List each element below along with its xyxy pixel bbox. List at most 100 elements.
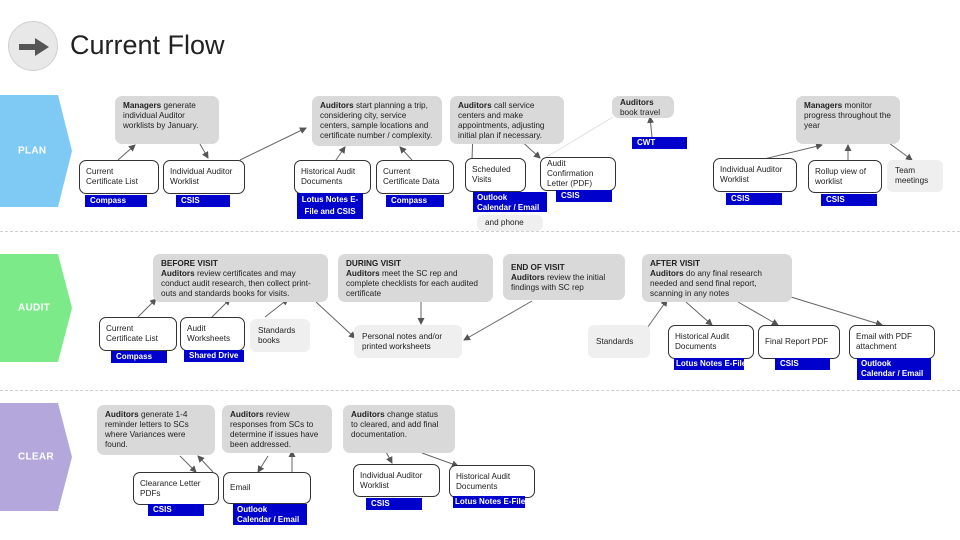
- box-label: Individual Auditor Worklist: [720, 165, 783, 184]
- phase-label-clear: CLEAR: [18, 451, 54, 463]
- note-auditors-travel: Auditors book travel: [612, 96, 674, 118]
- actor-label: Auditors: [346, 269, 380, 278]
- box-label: Historical Audit Documents: [301, 167, 356, 186]
- box-label: Individual Auditor Worklist: [170, 167, 233, 186]
- box-email: Email: [223, 472, 311, 504]
- actor-label: Auditors: [620, 98, 654, 107]
- box-label: Historical Audit Documents: [675, 332, 730, 351]
- tag-shared-drive: Shared Drive: [184, 350, 244, 362]
- box-individual-auditor-worklist: Individual Auditor Worklist: [163, 160, 245, 194]
- box-label: Current Certificate Data: [383, 167, 440, 186]
- box-current-certificate-list: Current Certificate List: [79, 160, 159, 194]
- chevron-shape: [0, 254, 72, 362]
- box-historical-audit-documents: Historical Audit Documents: [668, 325, 754, 359]
- tag-compass: Compass: [111, 351, 167, 363]
- box-label: Team meetings: [895, 166, 929, 185]
- box-label: Rollup view of worklist: [815, 166, 866, 186]
- tag-csis: CSIS: [366, 498, 422, 510]
- note-text: review responses from SCs to determine i…: [230, 410, 319, 449]
- tag-csis: CSIS: [148, 504, 204, 516]
- note-text: review the initial findings with SC rep: [511, 273, 606, 292]
- note-text: generate individual Auditor worklists by…: [123, 101, 199, 130]
- note-auditors-planning: Auditors start planning a trip, consider…: [312, 96, 442, 146]
- note-text: review certificates and may conduct audi…: [161, 269, 311, 298]
- note-before-visit: BEFORE VISIT Auditors review certificate…: [153, 254, 328, 302]
- note-review-responses: Auditors review responses from SCs to de…: [222, 405, 332, 453]
- actor-label: Auditors: [650, 269, 684, 278]
- box-label: Current Certificate List: [86, 167, 138, 186]
- note-text: book travel: [620, 108, 661, 117]
- title-icon-circle: [8, 21, 58, 71]
- box-label: Personal notes and/or printed worksheets: [362, 331, 443, 351]
- tag-lotus-and-csis: Lotus Notes E-File and CSIS: [297, 193, 363, 219]
- note-and-phone: and phone: [477, 215, 543, 231]
- box-label: Scheduled Visits: [472, 165, 511, 184]
- tag-csis: CSIS: [726, 193, 782, 205]
- box-rollup-view: Rollup view of worklist: [808, 160, 882, 193]
- tag-outlook: Outlook Calendar / Email: [857, 358, 931, 380]
- box-current-certificate-data: Current Certificate Data: [376, 160, 454, 194]
- box-standards-books: Standards books: [250, 319, 310, 352]
- page-title: Current Flow: [70, 30, 225, 60]
- note-text: do any final research needed and send fi…: [650, 269, 762, 298]
- stage-heading: END OF VISIT: [511, 263, 565, 272]
- separator: [0, 231, 960, 232]
- note-reminder-letters: Auditors generate 1-4 reminder letters t…: [97, 405, 215, 455]
- tag-csis: CSIS: [775, 358, 830, 370]
- box-standards: Standards: [588, 325, 650, 358]
- box-historical-audit-documents: Historical Audit Documents: [449, 465, 535, 498]
- box-individual-auditor-worklist-2: Individual Auditor Worklist: [713, 158, 797, 192]
- tag-outlook: Outlook Calendar / Email: [473, 192, 547, 212]
- phase-label-plan: PLAN: [18, 145, 47, 157]
- chevron-shape: [0, 403, 72, 511]
- actor-label: Auditors: [161, 269, 195, 278]
- stage-heading: AFTER VISIT: [650, 259, 701, 268]
- box-label: Standards: [596, 336, 634, 346]
- note-text: call service centers and make appointmen…: [458, 101, 545, 140]
- tag-csis: CSIS: [821, 194, 877, 206]
- box-label: Email with PDF attachment: [856, 332, 912, 351]
- actor-label: Auditors: [458, 101, 492, 110]
- phase-band-plan: PLAN: [0, 95, 72, 207]
- chevron-shape: [0, 95, 72, 207]
- box-label: Audit Worksheets: [187, 324, 231, 343]
- box-final-report-pdf: Final Report PDF: [758, 325, 840, 359]
- note-text: generate 1-4 reminder letters to SCs whe…: [105, 410, 189, 449]
- note-managers-generate: Managers generate individual Auditor wor…: [115, 96, 219, 144]
- note-managers-monitor: Managers monitor progress throughout the…: [796, 96, 900, 144]
- separator: [0, 390, 960, 391]
- box-label: Individual Auditor Worklist: [360, 470, 423, 490]
- note-after-visit: AFTER VISIT Auditors do any final resear…: [642, 254, 792, 302]
- stage-heading: BEFORE VISIT: [161, 259, 218, 268]
- actor-label: Managers: [804, 101, 843, 110]
- box-audit-confirmation-letter: Audit Confirmation Letter (PDF): [540, 157, 616, 191]
- tag-compass: Compass: [386, 195, 444, 207]
- note-text: and phone: [485, 218, 524, 227]
- box-label: Final Report PDF: [765, 337, 829, 346]
- box-label: Standards books: [258, 325, 296, 345]
- box-clearance-letter-pdfs: Clearance Letter PDFs: [133, 472, 219, 505]
- phase-band-clear: CLEAR: [0, 403, 72, 511]
- box-label: Email: [230, 483, 251, 492]
- box-audit-worksheets: Audit Worksheets: [180, 317, 245, 351]
- actor-label: Auditors: [511, 273, 545, 282]
- box-individual-auditor-worklist: Individual Auditor Worklist: [353, 464, 440, 497]
- box-current-certificate-list: Current Certificate List: [99, 317, 177, 351]
- box-label: Audit Confirmation Letter (PDF): [547, 159, 594, 188]
- tag-lotus-notes: Lotus Notes E-File: [453, 496, 526, 508]
- box-label: Current Certificate List: [106, 324, 158, 343]
- tag-csis: CSIS: [176, 195, 230, 207]
- box-team-meetings: Team meetings: [887, 160, 943, 192]
- actor-label: Auditors: [351, 410, 385, 419]
- box-label: Historical Audit Documents: [456, 471, 511, 491]
- actor-label: Auditors: [105, 410, 139, 419]
- phase-band-audit: AUDIT: [0, 254, 72, 362]
- actor-label: Auditors: [320, 101, 354, 110]
- tag-cwt: CWT: [632, 137, 687, 149]
- note-during-visit: DURING VISIT Auditors meet the SC rep an…: [338, 254, 493, 302]
- phase-label-audit: AUDIT: [18, 302, 51, 314]
- tag-csis: CSIS: [556, 190, 612, 202]
- note-text: start planning a trip, considering city,…: [320, 101, 433, 140]
- actor-label: Auditors: [230, 410, 264, 419]
